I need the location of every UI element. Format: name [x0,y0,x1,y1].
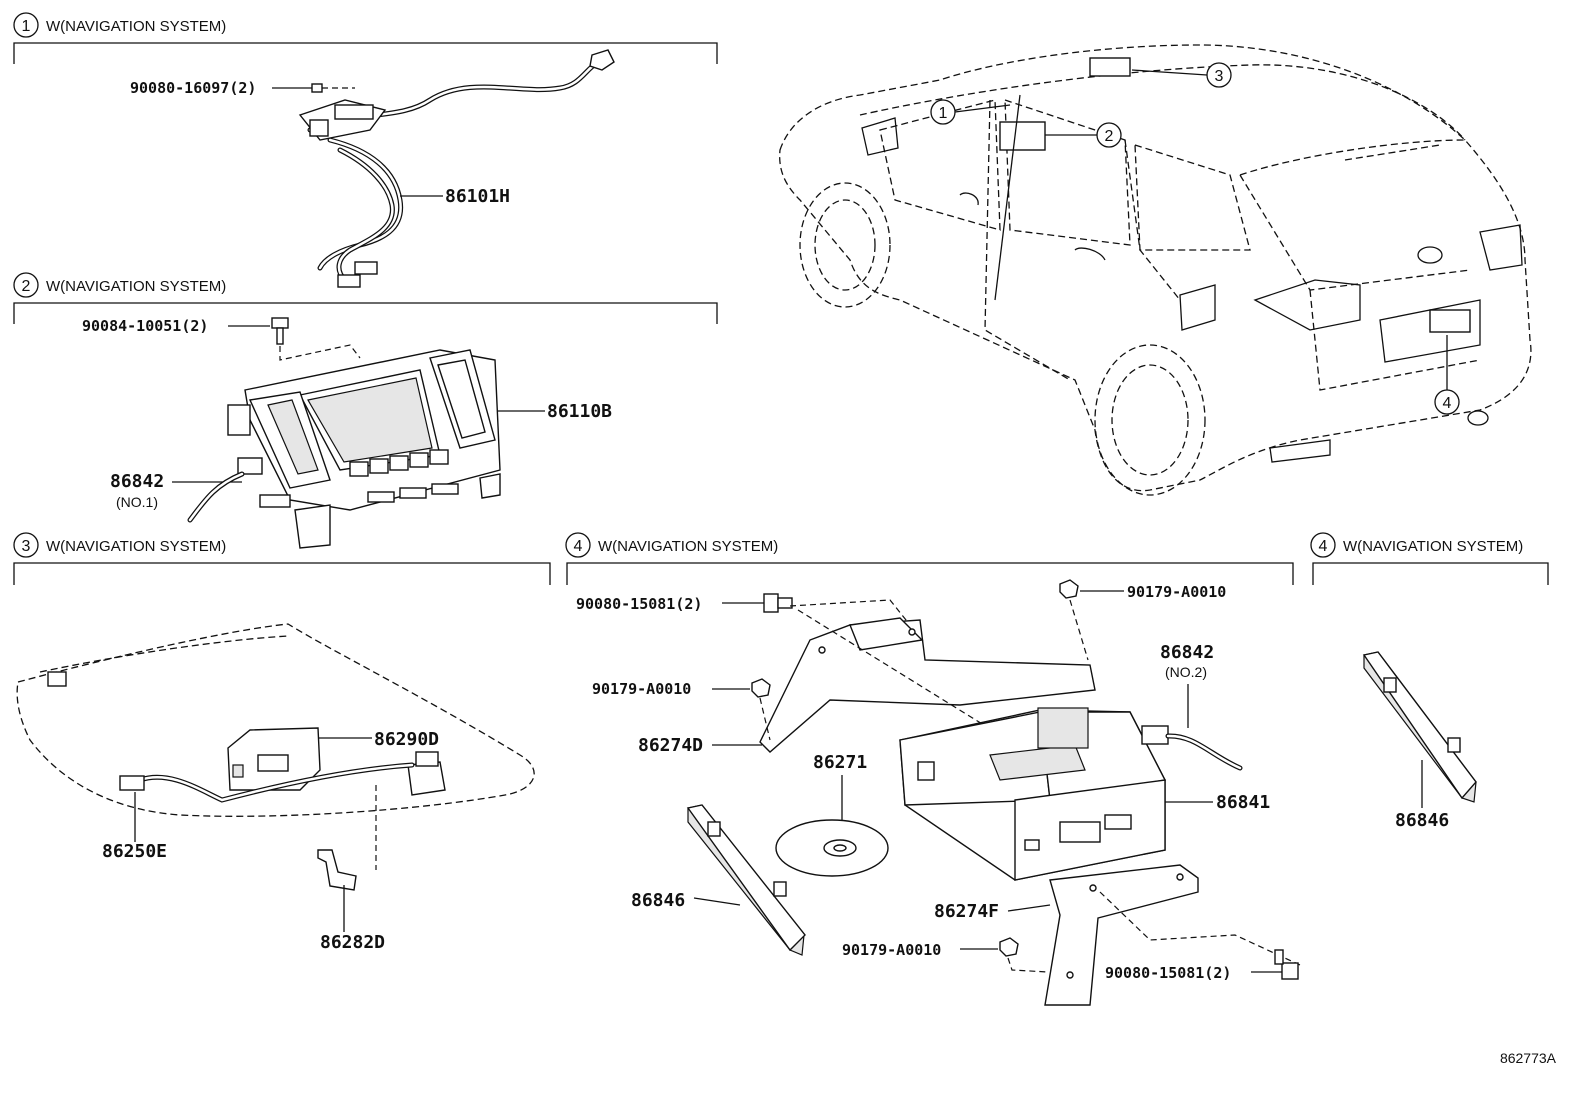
etc-receiver-unit [227,727,446,796]
part-label-90179-A0010-top[interactable]: 90179-A0010 [1127,583,1226,601]
part-label-86274F[interactable]: 86274F [934,901,999,922]
screw-icon [271,317,289,345]
svg-text:2: 2 [22,278,31,295]
nut-icon [751,678,771,698]
gps-antenna-cable [298,49,615,288]
section-1: 1 W(NAVIGATION SYSTEM) 90080-16097(2) 86… [13,12,718,288]
bracket-86282D [317,849,357,891]
section-1-bracket [13,42,718,64]
section-5-bracket [1312,562,1549,585]
navigation-computer-unit [899,707,1167,881]
bolt-icon [763,593,793,613]
svg-text:4: 4 [574,538,583,555]
receiver-cable [119,762,415,803]
section-4-number-badge: 4 [565,532,591,558]
svg-text:4: 4 [1443,395,1452,412]
part-label-90179-A0010-bottom[interactable]: 90179-A0010 [842,941,941,959]
part-label-86842-no1[interactable]: 86842 [110,471,164,492]
section-2: 2 W(NAVIGATION SYSTEM) 90084-10051(2) [13,272,718,549]
section-3-title: W(NAVIGATION SYSTEM) [46,538,226,555]
part-label-86271[interactable]: 86271 [813,752,867,773]
diagram-reference-code: 862773A [1500,1050,1557,1066]
part-label-90080-15081-top[interactable]: 90080-15081(2) [576,595,702,613]
part-label-90179-A0010-left[interactable]: 90179-A0010 [592,680,691,698]
map-disc [775,819,889,877]
car-callout-2: 2 [1045,122,1122,148]
svg-text:1: 1 [22,18,31,35]
section-3-bracket [13,562,551,585]
part-label-86290D[interactable]: 86290D [374,729,439,750]
part-label-86250E[interactable]: 86250E [102,841,167,862]
part-sublabel-no2: (NO.2) [1165,664,1207,680]
nut-icon [1059,579,1079,599]
part-label-86846-alt[interactable]: 86846 [1395,810,1449,831]
navigation-display-unit [227,349,501,549]
part-label-86101H[interactable]: 86101H [445,186,510,207]
bolt-icon [311,83,355,93]
part-label-86842-no2[interactable]: 86842 [1160,642,1214,663]
part-sublabel-no1: (NO.1) [116,494,158,510]
car-callout-3: 3 [1131,62,1232,88]
display-buttons [349,449,459,503]
part-label-86110B[interactable]: 86110B [547,401,612,422]
part-label-86282D[interactable]: 86282D [320,932,385,953]
section-5: 4 W(NAVIGATION SYSTEM) 86846 [1310,532,1549,831]
connector-no2 [1141,725,1243,771]
roof-headliner-outline [16,623,535,817]
section-4-bracket [566,562,1294,585]
section-2-bracket [13,302,718,324]
bracket-86274F [1044,864,1199,1006]
nut-icon [999,937,1019,957]
svg-text:4: 4 [1319,538,1328,555]
part-label-86274D[interactable]: 86274D [638,735,703,756]
svg-text:1: 1 [939,105,948,122]
car-callout-4: 4 [1434,335,1460,415]
section-4-title: W(NAVIGATION SYSTEM) [598,538,778,555]
vehicle-overview: 1 2 3 4 [779,44,1532,496]
section-2-number-badge: 2 [13,272,39,298]
part-label-86841[interactable]: 86841 [1216,792,1270,813]
svg-text:3: 3 [22,538,31,555]
car-display-location [999,121,1046,151]
part-label-90080-15081-bottom[interactable]: 90080-15081(2) [1105,964,1231,982]
bracket-86274D [759,617,1096,753]
section-1-number-badge: 1 [13,12,39,38]
part-label-86846-main[interactable]: 86846 [631,890,685,911]
section-3-number-badge: 3 [13,532,39,558]
cover-86846 [686,804,806,956]
connector-no1 [187,457,263,523]
car-rear-unit-location [1429,309,1471,333]
part-label-90080-16097[interactable]: 90080-16097(2) [130,79,256,97]
section-4: 4 W(NAVIGATION SYSTEM) 90080-15081(2) 90… [565,532,1301,1006]
bolt-icon [1274,949,1299,980]
cover-86846-alt [1362,651,1477,803]
section-5-number-badge: 4 [1310,532,1336,558]
car-roof-unit-location [1089,57,1131,77]
svg-text:3: 3 [1215,68,1224,85]
car-callout-1: 1 [930,99,1011,125]
part-label-90084-10051[interactable]: 90084-10051(2) [82,317,208,335]
svg-text:2: 2 [1105,128,1114,145]
section-3: 3 W(NAVIGATION SYSTEM) 86290D 86250E [13,532,551,953]
section-1-title: W(NAVIGATION SYSTEM) [46,18,226,35]
section-2-title: W(NAVIGATION SYSTEM) [46,278,226,295]
section-5-title: W(NAVIGATION SYSTEM) [1343,538,1523,555]
